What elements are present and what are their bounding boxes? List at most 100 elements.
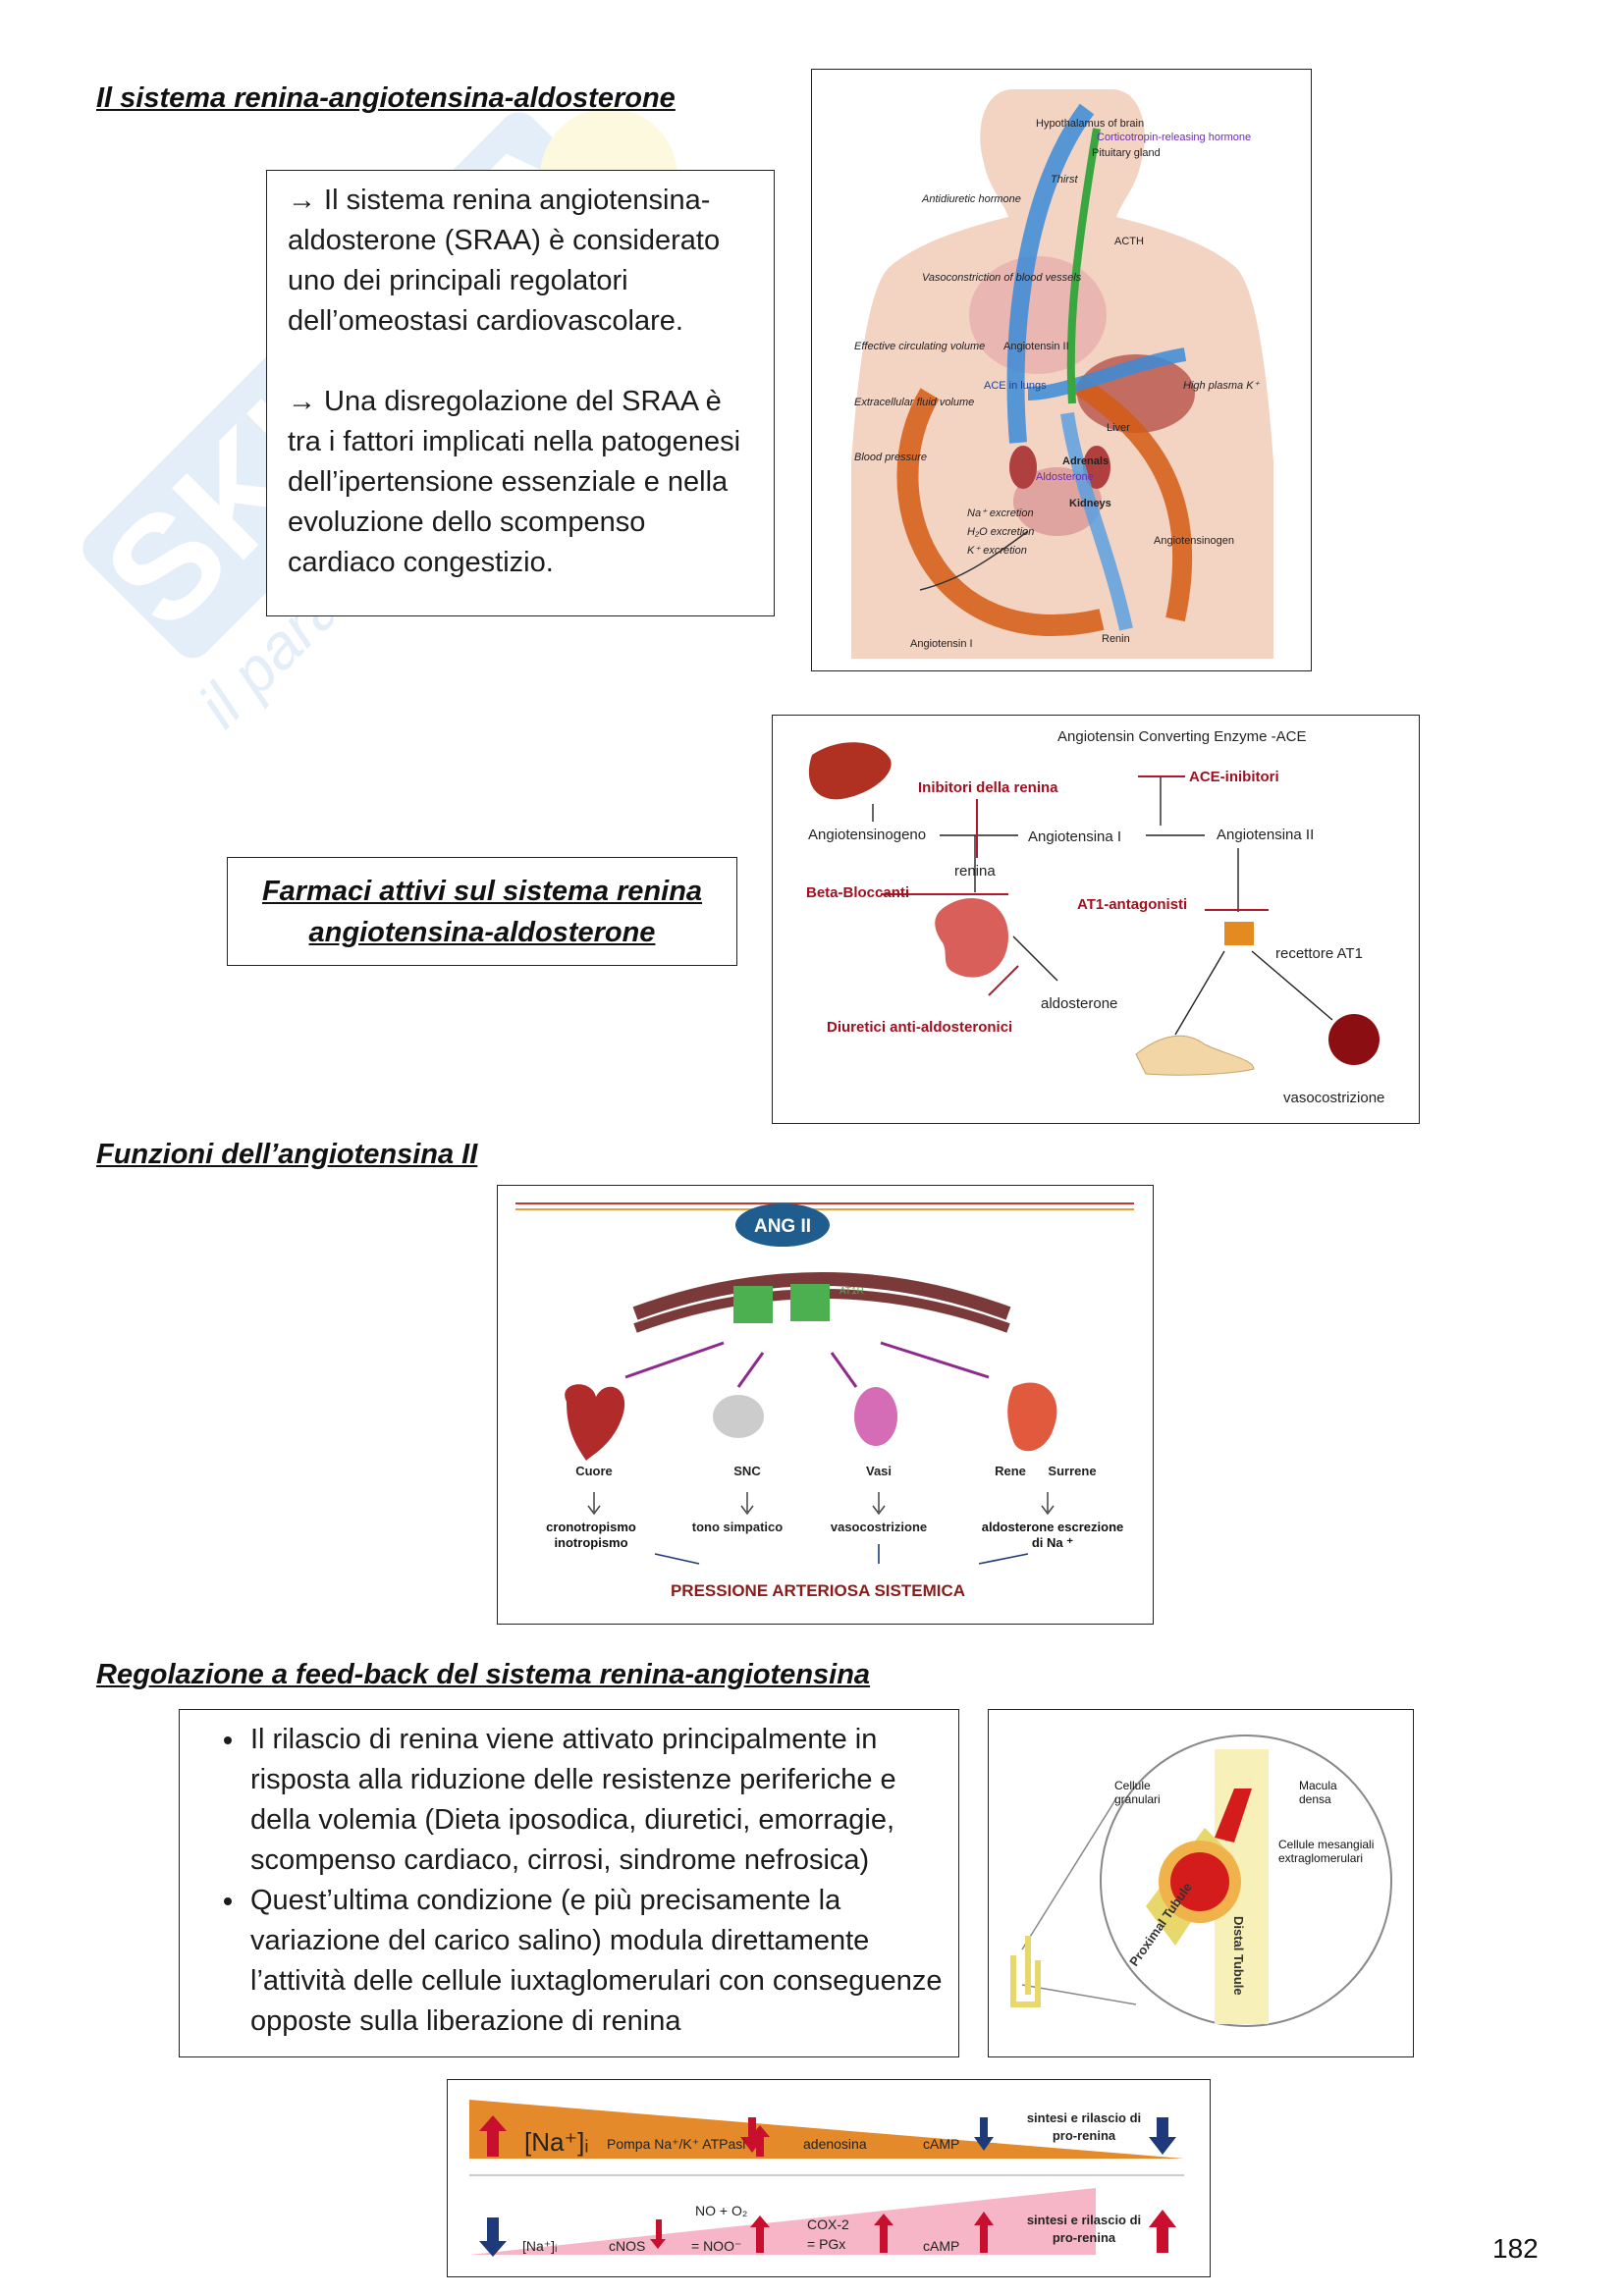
footer-systemic-pressure: PRESSIONE ARTERIOSA SISTEMICA: [671, 1581, 965, 1600]
vessel-icon: [1328, 1014, 1380, 1065]
label-macula-densa: Macula densa: [1299, 1779, 1337, 1806]
drugs-title-box: Farmaci attivi sul sistema renina angiot…: [227, 857, 737, 966]
bottom-cnos-arrow: [650, 2219, 666, 2249]
glomerulus: [1170, 1852, 1229, 1911]
intro-paragraph-2: → Una disregolazione del SRAA è tra i fa…: [288, 386, 741, 578]
label-ace-lungs: ACE in lungs: [984, 380, 1047, 392]
label-angiotensinogen: Angiotensinogen: [1154, 535, 1234, 547]
label-aldosterone: aldosterone: [1041, 995, 1117, 1012]
bottom-camp-up-arrow: [974, 2212, 994, 2253]
organ-cuore: Cuore: [575, 1464, 613, 1478]
label-distal-tubule: Distal Tubule: [1231, 1916, 1246, 1996]
heart-icon: [565, 1384, 625, 1461]
label-angiotensina-i: Angiotensina I: [1028, 828, 1121, 845]
label-thirst: Thirst: [1051, 174, 1078, 186]
angii-functions-figure: ANG II AT1R Cuore SNC Vasi Rene Surrene: [497, 1185, 1154, 1625]
bottom-release-up-arrow: [1149, 2210, 1176, 2253]
page-number: 182: [1492, 2233, 1539, 2264]
effect-snc: tono simpatico: [692, 1520, 784, 1534]
label-adrenals: Adrenals: [1062, 455, 1109, 467]
bottom-band: [469, 2188, 1096, 2255]
bottom-no-label: NO + O₂: [695, 2203, 747, 2218]
feedback-bullets-box: Il rilascio di renina viene attivato pri…: [179, 1709, 959, 2057]
effect-rene-surrene: aldosterone escrezione di Na ⁺: [981, 1520, 1124, 1550]
label-angiotensin-i: Angiotensin I: [910, 638, 973, 650]
raas-drugs-figure: Angiotensin Converting Enzyme -ACE Inibi…: [772, 715, 1420, 1124]
label-kidneys: Kidneys: [1069, 498, 1111, 509]
top-pump-up-arrow: [740, 2117, 764, 2153]
top-band: [469, 2100, 1184, 2159]
bullet-item-1: Il rilascio di renina viene attivato pri…: [246, 1720, 945, 1881]
label-ecf-volume: Extracellular fluid volume: [854, 397, 974, 408]
section3-heading: Funzioni dell’angiotensina II: [96, 1139, 478, 1170]
top-na-label: [Na⁺]ᵢ: [524, 2127, 589, 2157]
section1-heading: Il sistema renina-angiotensina-aldostero…: [96, 82, 676, 114]
ang-ii-label: ANG II: [754, 1216, 811, 1237]
kidney-right: [1083, 446, 1110, 489]
effect-cuore: cronotropismo inotropismo: [546, 1520, 636, 1550]
label-ace-title: Angiotensin Converting Enzyme -ACE: [1057, 728, 1306, 745]
section4-heading: Regolazione a feed-back del sistema reni…: [96, 1659, 871, 1690]
bottom-pgx-label: = PGx: [807, 2236, 845, 2252]
label-high-plasma-k: High plasma K⁺: [1183, 380, 1261, 392]
label-diuretics: Diuretici anti-aldosteronici: [827, 1019, 1012, 1036]
bottom-camp-label: cAMP: [923, 2238, 959, 2254]
label-granular-cells: Cellule granulari: [1114, 1779, 1161, 1806]
label-pituitary: Pituitary gland: [1092, 147, 1161, 159]
receptor-right: [790, 1284, 830, 1321]
top-camp-label: cAMP: [923, 2136, 959, 2152]
bottom-cnos-label: cNOS: [609, 2238, 645, 2254]
top-na-up-arrow: [479, 2115, 507, 2157]
vessel-icon: [854, 1387, 897, 1446]
zoom-circle: [1100, 1735, 1392, 2027]
intro-paragraph-1: → Il sistema renina angiotensina-aldoste…: [288, 185, 721, 337]
top-pump-label: Pompa Na⁺/K⁺ ATPasi: [607, 2136, 745, 2152]
label-renina: renina: [954, 863, 996, 880]
organ-vasi: Vasi: [866, 1464, 892, 1478]
raas-body-figure: Hypothalamus of brain Corticotropin-rele…: [811, 69, 1312, 671]
label-h2o-excretion: H₂O excretion: [967, 526, 1034, 538]
top-release-down-arrow: [1149, 2117, 1176, 2155]
bottom-na-label: [Na⁺]ᵢ: [522, 2238, 557, 2254]
bottom-cox-up-arrow: [874, 2214, 893, 2253]
nephron-icon: [1010, 1936, 1041, 2007]
label-na-excretion: Na⁺ excretion: [967, 507, 1034, 519]
section2-heading: Farmaci attivi sul sistema renina angiot…: [261, 875, 703, 948]
bottom-noo-label: = NOO⁻: [691, 2238, 741, 2254]
organ-snc: SNC: [733, 1464, 761, 1478]
label-acth: ACTH: [1114, 236, 1144, 247]
bottom-release-label: sintesi e rilascio di pro-renina: [1026, 2213, 1142, 2245]
label-vasoconstriction: vasocostrizione: [1283, 1090, 1384, 1106]
top-adenosina-label: adenosina: [803, 2136, 867, 2152]
label-effective-volume: Effective circulating volume: [854, 341, 985, 352]
sodium-feedback-figure: [Na⁺]ᵢ Pompa Na⁺/K⁺ ATPasi adenosina cAM…: [447, 2079, 1211, 2277]
receptor-left: [733, 1286, 773, 1323]
kidney-icon: [935, 898, 1008, 978]
juxtaglomerular-figure: Cellule granulari Macula densa Cellule m…: [988, 1709, 1414, 2057]
ang-ii-badge: [735, 1203, 830, 1247]
label-beta-blockers: Beta-Bloccanti: [806, 884, 909, 901]
organ-surrene: Surrene: [1048, 1464, 1096, 1478]
label-hypothalamus: Hypothalamus of brain: [1036, 118, 1144, 130]
receptor-icon: [1224, 922, 1254, 945]
label-mesangial-cells: Cellule mesangiali extraglomerulari: [1278, 1838, 1375, 1865]
bullet-item-2: Quest’ultima condizione (e più precisame…: [246, 1881, 945, 2042]
label-renin: Renin: [1102, 633, 1130, 645]
label-vasoconstriction: Vasoconstriction of blood vessels: [922, 272, 1082, 284]
sraa-intro-box: → Il sistema renina angiotensina-aldoste…: [266, 170, 775, 616]
label-angiotensina-ii: Angiotensina II: [1217, 827, 1314, 843]
top-camp-down-arrow: [974, 2117, 994, 2151]
effect-vasi: vasocostrizione: [831, 1520, 927, 1534]
label-angiotensinogeno: Angiotensinogeno: [808, 827, 926, 843]
label-aldosterone: Aldosterone: [1036, 471, 1094, 483]
label-crh: Corticotropin-releasing hormone: [1097, 132, 1251, 143]
top-release-label: sintesi e rilascio di pro-renina: [1026, 2110, 1142, 2143]
liver-icon: [808, 742, 892, 800]
bottom-na-down-arrow: [479, 2217, 507, 2257]
label-at1-receptor: recettore AT1: [1275, 945, 1363, 962]
label-adh: Antidiuretic hormone: [921, 193, 1021, 205]
organ-rene: Rene: [995, 1464, 1026, 1478]
label-k-excretion: K⁺ excretion: [967, 545, 1027, 557]
label-liver: Liver: [1107, 422, 1130, 434]
kidney-icon: [1007, 1382, 1057, 1452]
